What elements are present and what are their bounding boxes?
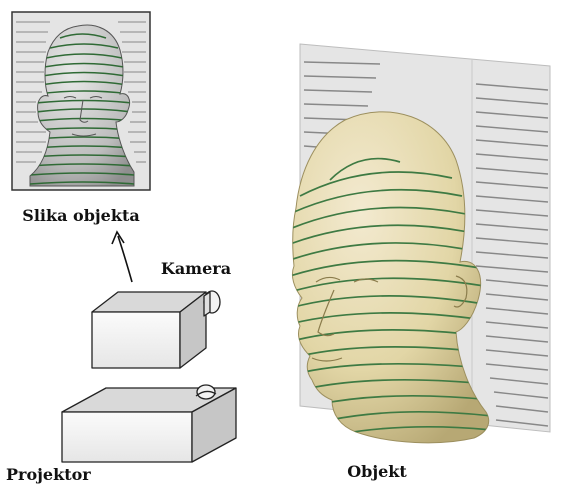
arrow-camera-to-image — [112, 232, 132, 282]
label-projector: Projektor — [6, 465, 91, 484]
label-camera: Kamera — [161, 259, 231, 278]
camera-front-face — [92, 312, 180, 368]
projector-front-face — [62, 412, 192, 462]
label-object: Objekt — [347, 462, 407, 481]
camera — [92, 291, 220, 368]
projector — [62, 385, 236, 462]
object-image-thumbnail — [12, 12, 150, 190]
label-object-image: Slika objekta — [22, 206, 139, 225]
